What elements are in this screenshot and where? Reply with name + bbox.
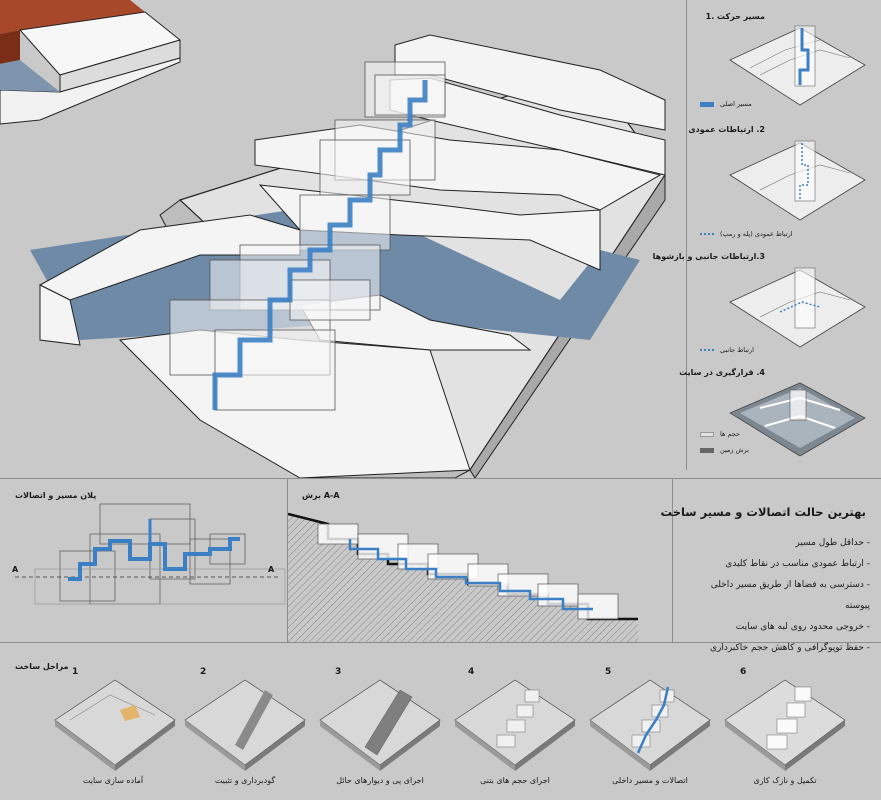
stage-caption: اجرای حجم های بتنی <box>480 776 550 785</box>
solid-blue-bar-icon <box>700 101 714 107</box>
list-item: - خروجی محدود روی لبه های سایت <box>735 622 870 632</box>
section-title: برش A-A <box>302 491 340 500</box>
legend-item: برش زمین <box>700 446 749 454</box>
list-item: - دسترسی به فضاها از طریق مسیر داخلی پیو… <box>710 580 870 611</box>
horizontal-divider-top <box>0 478 881 479</box>
stage-number: 4 <box>468 667 475 677</box>
stage-number: 2 <box>200 667 207 677</box>
mini-site-diagram <box>729 267 866 348</box>
diagram-title: 3.ارتباطات جانبی و بازشوها <box>652 252 765 261</box>
horizontal-divider-bottom <box>0 642 881 643</box>
summary-list: - حداقل طول مسیر - ارتباط عمودی مناسب در… <box>690 533 870 659</box>
stage-caption: اجرای پی و دیوارهای حائل <box>336 776 424 785</box>
stage-diagrams <box>54 679 846 771</box>
diagram-title: 2. ارتباطات عمودی <box>688 125 765 134</box>
plan-section-divider <box>287 478 288 642</box>
dark-grey-swatch-icon <box>700 447 714 453</box>
legend-label: ارتباط عمودی (پله و رمپ) <box>720 230 793 238</box>
legend-label: مسیر اصلی <box>720 100 752 108</box>
light-grey-swatch-icon <box>700 431 714 437</box>
stage-number: 3 <box>335 667 342 677</box>
legend-label: ارتباط جانبی <box>720 346 754 354</box>
plan-panel: پلان مسیر و اتصالات A A <box>0 479 287 642</box>
section-panel: برش A-A <box>288 479 672 642</box>
neighbour-red-roof <box>0 0 182 125</box>
stage-6-diagram <box>724 679 846 771</box>
vertical-divider <box>686 0 687 470</box>
legend-item: ارتباط عمودی (پله و رمپ) <box>700 230 793 238</box>
stage-2-diagram <box>184 679 306 771</box>
building-volumes <box>169 61 446 411</box>
section-marker-right: A <box>268 565 275 574</box>
stage-caption: اتصالات و مسیر داخلی <box>612 776 688 785</box>
plan-drawing <box>15 503 286 605</box>
legend-label: حجم ها <box>720 430 741 438</box>
section-marker-left: A <box>12 565 19 574</box>
list-item: - حفظ توپوگرافی و کاهش حجم خاکبرداری <box>709 643 870 653</box>
main-axonometric-drawing <box>0 0 666 478</box>
list-item: - حداقل طول مسیر <box>795 538 870 548</box>
list-item: - ارتباط عمودی مناسب در نقاط کلیدی <box>725 559 870 569</box>
stage-caption: آماده سازی سایت <box>82 776 144 785</box>
stages-title: مراحل ساخت <box>15 662 69 671</box>
plan-title: پلان مسیر و اتصالات <box>15 491 97 500</box>
legend-label: برش زمین <box>720 446 749 454</box>
stage-caption: گودبرداری و تثبیت <box>214 776 276 785</box>
mini-site-diagram <box>729 382 866 457</box>
legend-item: مسیر اصلی <box>700 100 752 108</box>
stage-3-diagram <box>319 679 441 771</box>
legend-item: حجم ها <box>700 430 740 438</box>
main-axonometric-view <box>0 0 685 478</box>
stage-number: 1 <box>72 667 79 677</box>
stage-5-diagram <box>589 679 711 771</box>
stage-number: 6 <box>740 667 747 677</box>
dotted-blue-line-icon <box>700 233 714 235</box>
stage-1-diagram <box>54 679 176 771</box>
mini-site-diagram <box>729 25 866 106</box>
dotted-blue-arrow-icon <box>700 349 714 351</box>
stage-caption: تکمیل و نازک کاری <box>753 776 817 785</box>
stage-number: 5 <box>605 667 612 677</box>
stage-4-diagram <box>454 679 576 771</box>
circulation-path <box>212 80 428 410</box>
mini-site-diagram <box>729 140 866 221</box>
section-drawing <box>288 512 638 642</box>
section-summary-divider <box>672 478 673 642</box>
summary-title: بهترین حالت اتصالات و مسیر ساخت <box>660 505 866 519</box>
legend-item: ارتباط جانبی <box>700 346 754 354</box>
diagram-title: 4. قرارگیری در سایت <box>679 368 765 377</box>
diagram-title: مسیر حرکت .1 <box>705 12 765 21</box>
